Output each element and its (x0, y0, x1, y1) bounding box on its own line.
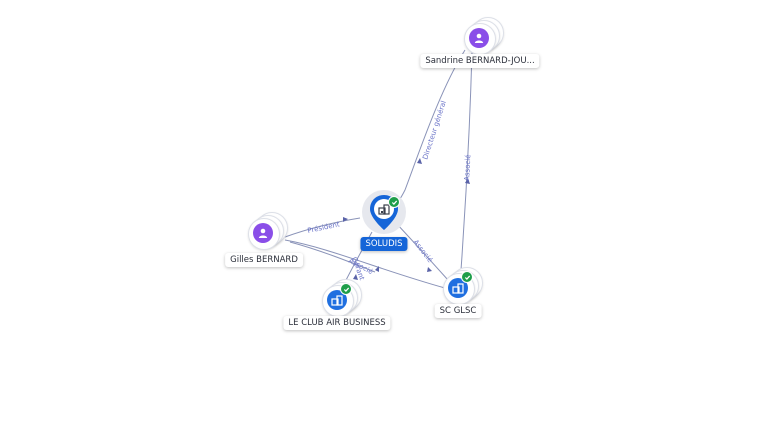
node-sandrine[interactable] (462, 17, 504, 56)
edge-label-directeur: Directeur général (421, 100, 448, 161)
building-icon (327, 290, 347, 310)
node-gilles[interactable] (246, 212, 288, 250)
arrow-associe-gilles (375, 266, 379, 272)
arrow-gerant (353, 274, 358, 280)
arrow-associe-sandrine (465, 178, 470, 184)
building-icon (448, 278, 468, 298)
edge-sandrine-soludis (391, 49, 466, 209)
node-club[interactable] (320, 279, 362, 317)
arrow-associe-soludis (427, 267, 432, 272)
node-label-gilles[interactable]: Gilles BERNARD (225, 253, 303, 267)
edge-sandrine-glsc (460, 51, 473, 271)
node-label-club[interactable]: LE CLUB AIR BUSINESS (283, 316, 391, 330)
arrow-directeur (417, 158, 422, 164)
edge-label-associe-sandrine: Associé (463, 154, 472, 181)
verified-check-icon (388, 196, 400, 208)
node-label-soludis[interactable]: SOLUDIS (360, 237, 408, 251)
verified-check-icon (461, 271, 473, 283)
edge-gilles-soludis (284, 217, 361, 238)
node-glsc[interactable] (441, 267, 483, 305)
edge-label-president: Président (307, 220, 341, 235)
node-label-sandrine[interactable]: Sandrine BERNARD-JOU... (420, 54, 540, 68)
person-icon (469, 28, 489, 48)
edge-gilles-club (289, 241, 376, 273)
node-label-glsc[interactable]: SC GLSC (434, 304, 482, 318)
building-icon (378, 204, 390, 215)
arrow-president (343, 217, 348, 222)
edge-label-associe-soludis: Associé (411, 238, 434, 264)
node-soludis[interactable] (362, 190, 406, 234)
edge-gilles-glsc (284, 239, 446, 289)
verified-check-icon (340, 283, 352, 295)
person-icon (253, 223, 273, 243)
